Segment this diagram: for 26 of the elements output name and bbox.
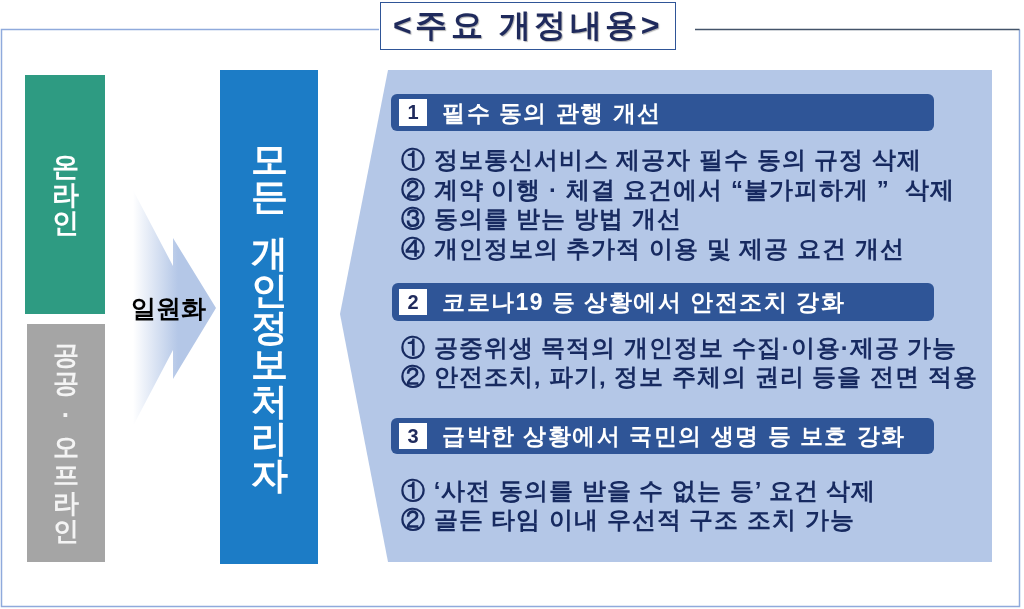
- list-item: ② 안전조치, 파기, 정보 주체의 권리 등을 전면 적용: [401, 363, 978, 392]
- category-box: [25, 75, 105, 314]
- list-item: ① ‘사전 동의를 받을 수 없는 등’ 요건 삭제: [401, 477, 877, 505]
- vertical-label: 모든 개인정보처리자: [249, 140, 289, 494]
- list-item: ② 계약 이행 · 체결 요건에서 “불가피하게 ” 삭제: [401, 175, 955, 204]
- section-heading: 급박한 상황에서 국민의 생명 등 보호 강화: [442, 423, 906, 449]
- list-item: ① 정보통신서비스 제공자 필수 동의 규정 삭제: [401, 146, 922, 174]
- result-box: [220, 70, 318, 564]
- vertical-label: 온라인: [50, 152, 80, 237]
- list-item: ② 골든 타임 이내 우선적 구조 조치 가능: [401, 506, 855, 535]
- list-item: ① 공중위생 목적의 개인정보 수집·이용·제공 가능: [401, 334, 958, 362]
- section-header: [391, 94, 934, 131]
- section-header: [391, 418, 934, 454]
- title-box: <주요 개정내용>: [380, 2, 676, 50]
- section-heading: 코로나19 등 상황에서 안전조치 강화: [442, 289, 846, 315]
- section-heading: 필수 동의 관행 개선: [442, 99, 662, 126]
- number-box: 2: [399, 289, 427, 315]
- list-item: ④ 개인정보의 추가적 이용 및 제공 요건 개선: [401, 234, 905, 263]
- callout-panel: [340, 70, 992, 562]
- number-box: 3: [399, 423, 427, 449]
- list-item: ③ 동의를 받는 방법 개선: [401, 205, 682, 234]
- category-box: [27, 324, 105, 562]
- edge-label: 일원화: [131, 293, 206, 323]
- number-box: 1: [399, 99, 427, 126]
- section-header: [392, 283, 934, 321]
- vertical-label: 공공 · 오프라인: [52, 341, 80, 545]
